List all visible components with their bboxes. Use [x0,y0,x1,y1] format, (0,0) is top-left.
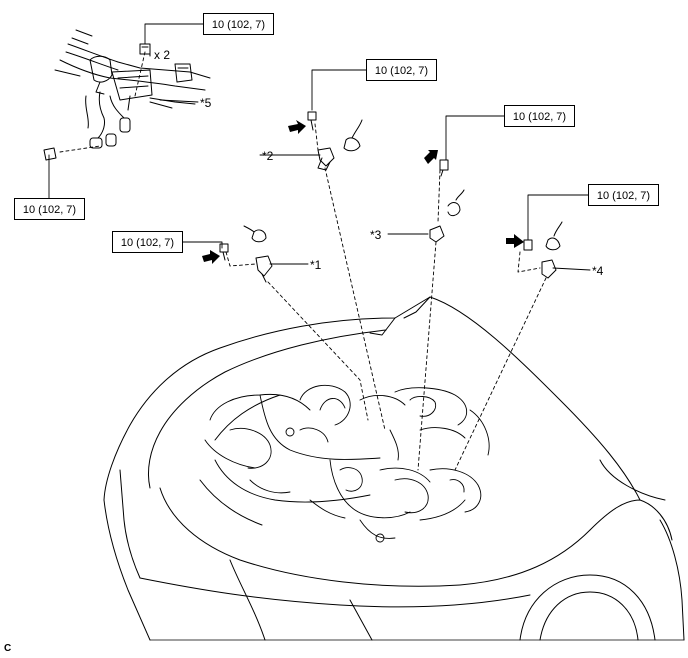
bolt-left [43,147,57,161]
callout-4: *4 [592,264,604,278]
callout-1: *1 [310,258,322,272]
arrow-icon [202,250,220,264]
bolt-2 [307,111,317,121]
leader-lines [59,51,547,471]
arrow-icon [506,234,524,248]
wire-harness-drawing [54,29,211,149]
arrow-icon [424,150,438,164]
engine-drawing [204,384,490,543]
bolt-3 [439,159,449,171]
callout-3: *3 [370,228,382,242]
arrows [202,120,524,264]
torque-spec-sensor-1: 10 (102, 7) [112,231,183,253]
vehicle-body-drawing [103,296,685,641]
torque-spec-sensor-2: 10 (102, 7) [366,59,437,81]
sensor-parts [43,43,563,283]
callout-5: *5 [200,96,212,110]
torque-spec-left-bottom: 10 (102, 7) [14,198,85,220]
bolt-4 [523,239,533,251]
arrow-icon [288,120,306,134]
bolt-1 [219,243,229,253]
torque-leaders [48,23,591,271]
torque-spec-sensor-4: 10 (102, 7) [588,184,659,206]
torque-spec-top-left: 10 (102, 7) [203,13,274,35]
figure-code: C [4,643,12,654]
bolt-top [139,43,151,55]
callout-quantity: x 2 [154,48,171,62]
torque-spec-sensor-3: 10 (102, 7) [504,105,575,127]
callout-2: *2 [262,149,274,163]
